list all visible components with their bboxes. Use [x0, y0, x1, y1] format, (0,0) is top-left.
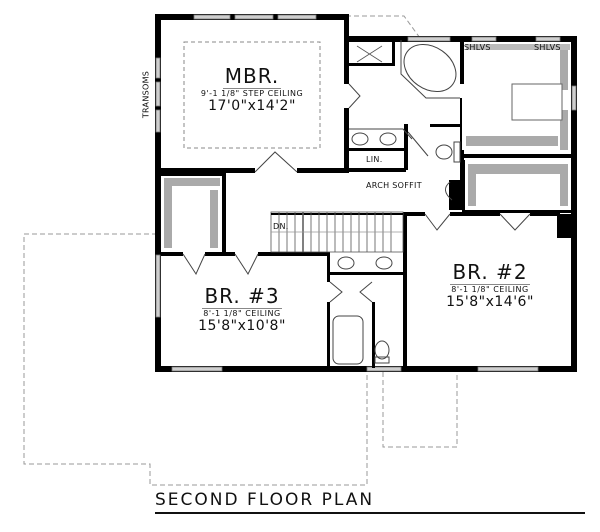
lower-floor-outline: [23, 15, 458, 486]
step-ceiling-outline: [183, 41, 321, 149]
room-dimensions: 15'8"x10'8": [198, 318, 286, 334]
shelves-left-label: SHLVS: [464, 43, 491, 52]
bathtub: [332, 315, 364, 365]
toilets: [374, 141, 461, 364]
transoms-label: TRANSOMS: [141, 70, 151, 119]
room-mbr-label: MBR. 9'-1 1/8" STEP CEILING 17'0"x14'2": [184, 64, 320, 114]
room-name: BR. #2: [450, 260, 530, 285]
arch-soffit-label: ARCH SOFFIT: [366, 181, 422, 190]
room-ceiling: 8'-1 1/8" CEILING: [451, 285, 529, 294]
shower: [356, 45, 383, 63]
stairs-down-label: DN.: [273, 222, 289, 231]
shelves-right-label: SHLVS: [534, 43, 561, 52]
interior-walls: [155, 40, 574, 368]
room-dimensions: 17'0"x14'2": [208, 98, 296, 114]
door-swings: [182, 83, 531, 303]
windows: [155, 14, 577, 372]
room-ceiling: 9'-1 1/8" STEP CEILING: [200, 89, 304, 98]
room-br3-label: BR. #3 8'-1 1/8" CEILING 15'8"x10'8": [172, 284, 312, 334]
closet-hatching: [164, 44, 570, 248]
room-ceiling: 8'-1 1/8" CEILING: [203, 309, 281, 318]
room-name: BR. #3: [202, 284, 282, 309]
room-name: MBR.: [222, 64, 282, 89]
room-dimensions: 15'8"x14'6": [446, 294, 534, 310]
vanity-sinks: [337, 128, 413, 270]
plan-title: SECOND FLOOR PLAN: [155, 490, 585, 514]
soaking-tub: [400, 40, 460, 99]
linen-label: LIN.: [366, 155, 383, 164]
room-br2-label: BR. #2 8'-1 1/8" CEILING 15'8"x14'6": [420, 260, 560, 310]
stairs: [270, 211, 404, 253]
